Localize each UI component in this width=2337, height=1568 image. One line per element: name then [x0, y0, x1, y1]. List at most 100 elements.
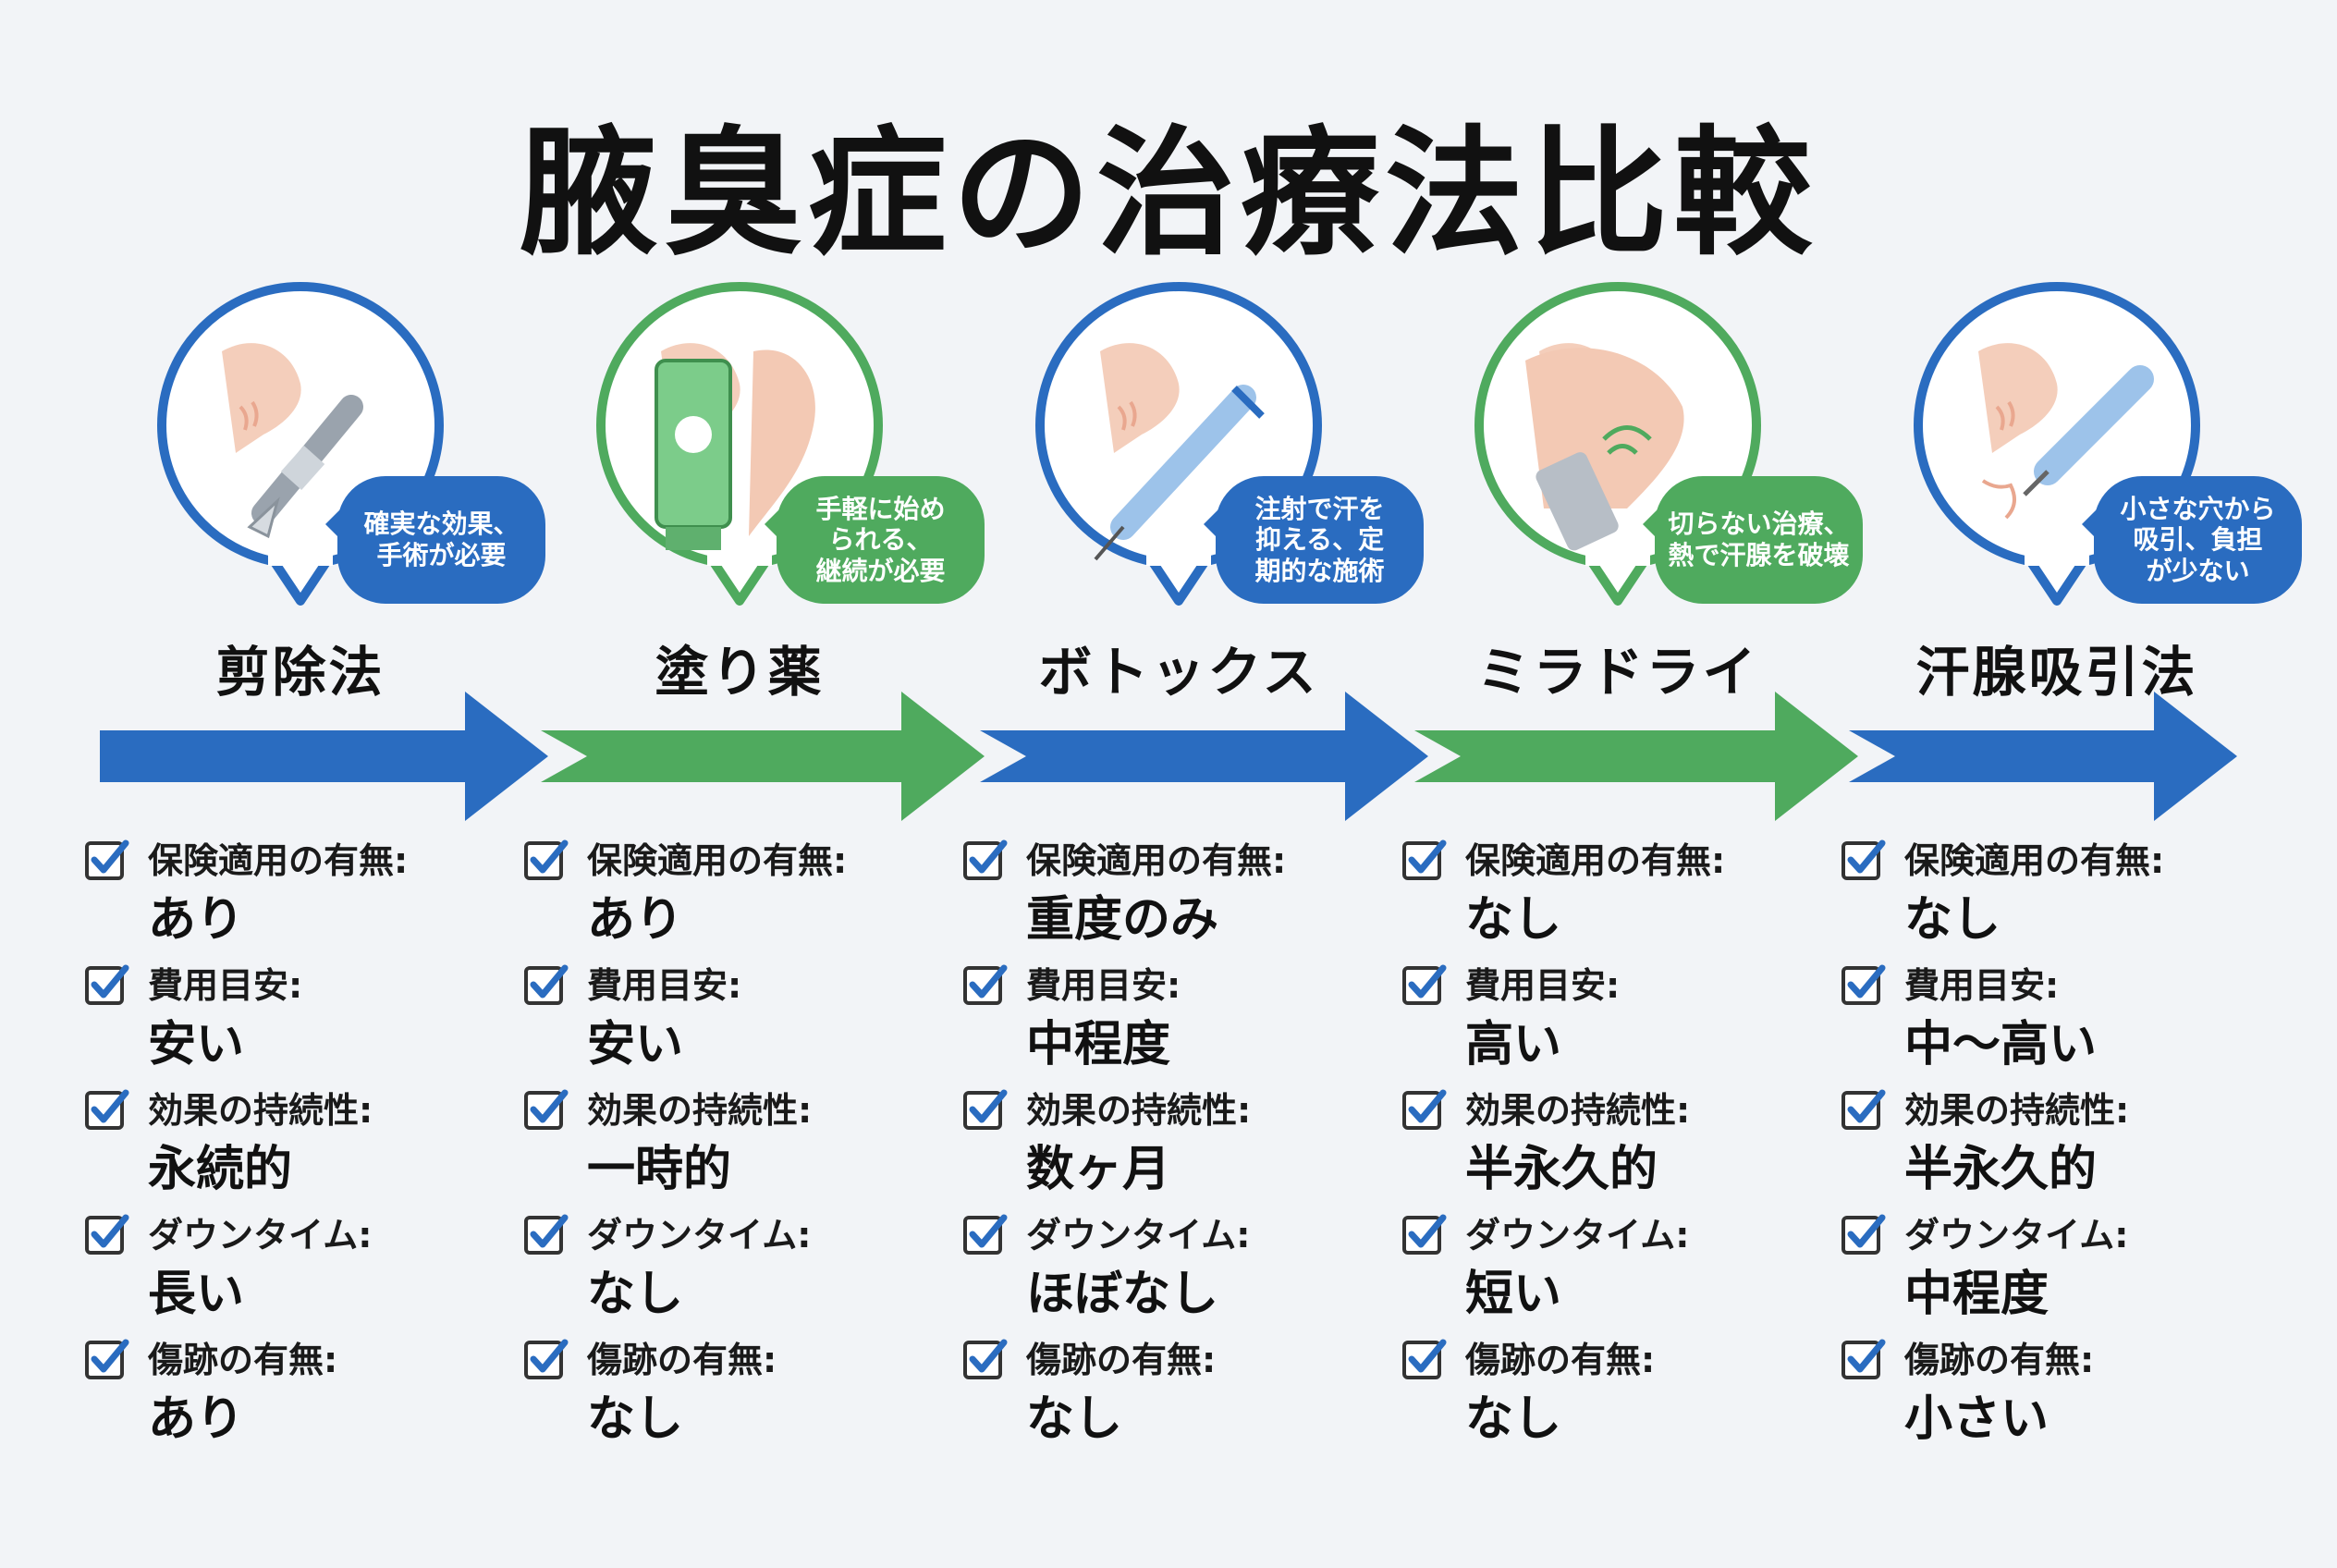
treatment-illustration: 手軽に始め られる、 継続が必要	[522, 277, 985, 629]
criteria-value: 中程度	[1904, 1267, 2049, 1322]
callout-text: 確実な効果、 手術が必要	[337, 476, 545, 604]
criteria-value: なし	[587, 1391, 684, 1447]
checkbox-checked-icon	[1841, 964, 1886, 1005]
criteria-item: 保険適用の有無: 重度のみ	[961, 832, 1396, 957]
criteria-value: 数ヶ月	[1026, 1142, 1171, 1197]
criteria-item: 保険適用の有無:なし	[1840, 832, 2274, 957]
checkbox-checked-icon	[85, 964, 129, 1005]
criteria-label: 効果の持続性:	[587, 1090, 813, 1131]
checkbox-checked-icon	[85, 1339, 129, 1379]
criteria-list: 保険適用の有無:あり費用目安:安い効果の持続性:一時的ダウンタイム:なし傷跡の有…	[522, 832, 957, 1456]
criteria-list: 保険適用の有無:なし費用目安:高い効果の持続性:半永久的ダウンタイム:短い傷跡の…	[1401, 832, 1835, 1456]
criteria-value: 長い	[148, 1267, 245, 1322]
callout-text: 小さな穴から 吸引、負担 が少ない	[2094, 476, 2302, 604]
criteria-label: ダウンタイム:	[1026, 1215, 1251, 1256]
checkbox-checked-icon	[963, 1214, 1008, 1255]
checkbox-checked-icon	[1402, 1214, 1447, 1255]
criteria-item: 効果の持続性:半永久的	[1840, 1082, 2274, 1207]
criteria-value: 短い	[1465, 1267, 1562, 1322]
criteria-label: 保険適用の有無:	[1465, 840, 1726, 881]
criteria-value: あり	[148, 892, 245, 948]
criteria-label: 費用目安:	[1026, 965, 1181, 1006]
checkbox-checked-icon	[85, 1089, 129, 1130]
checkbox-checked-icon	[963, 964, 1008, 1005]
page-title: 腋臭症の治療法比較	[519, 114, 1817, 275]
checkbox-checked-icon	[1841, 839, 1886, 880]
criteria-list: 保険適用の有無:あり費用目安:安い効果の持続性:永続的ダウンタイム: 長い傷跡の有…	[83, 832, 518, 1456]
treatment-column: 切らない治療、 熱で汗腺を破壊ミラドライ保険適用の有無:なし費用目安:高い効果の…	[1401, 0, 1863, 1568]
criteria-value: あり	[148, 1391, 245, 1447]
criteria-value: なし	[1465, 1391, 1562, 1447]
criteria-label: ダウンタイム:	[148, 1215, 373, 1256]
criteria-value: なし	[1465, 892, 1562, 948]
criteria-item: 効果の持続性:永続的	[83, 1082, 518, 1207]
flow-arrow	[1414, 692, 1858, 821]
criteria-label: 傷跡の有無:	[1904, 1340, 2095, 1380]
callout-text: 手軽に始め られる、 継続が必要	[777, 476, 985, 604]
checkbox-checked-icon	[1402, 1339, 1447, 1379]
flow-arrow	[541, 692, 985, 821]
treatment-name: 塗り薬	[655, 641, 825, 704]
treatment-column: 小さな穴から 吸引、負担 が少ない汗腺吸引法保険適用の有無:なし費用目安: 中〜高…	[1840, 0, 2302, 1568]
criteria-item: 傷跡の有無: 小さい	[1840, 1331, 2274, 1456]
treatment-name: ミラドライ	[1476, 641, 1759, 704]
criteria-label: 費用目安:	[587, 965, 742, 1006]
criteria-value: 中程度	[1026, 1017, 1171, 1072]
criteria-label: 傷跡の有無:	[1465, 1340, 1656, 1380]
criteria-label: 傷跡の有無:	[587, 1340, 777, 1380]
criteria-item: 費用目安: 中〜高い	[1840, 957, 2274, 1082]
criteria-label: 傷跡の有無:	[148, 1340, 338, 1380]
criteria-label: 保険適用の有無:	[1026, 840, 1287, 881]
checkbox-checked-icon	[963, 839, 1008, 880]
criteria-value: あり	[587, 892, 684, 948]
treatment-column: 手軽に始め られる、 継続が必要塗り薬保険適用の有無:あり費用目安: 安い効果の持…	[522, 0, 985, 1568]
criteria-item: 傷跡の有無: なし	[522, 1331, 957, 1456]
criteria-label: 保険適用の有無:	[1904, 840, 2165, 881]
criteria-value: ほぼなし	[1026, 1267, 1219, 1322]
callout-text: 注射で汗を 抑える、定 期的な施術	[1216, 476, 1424, 604]
criteria-value: なし	[1026, 1391, 1123, 1447]
criteria-label: 効果の持続性:	[1465, 1090, 1691, 1131]
checkbox-checked-icon	[963, 1089, 1008, 1130]
criteria-item: 費用目安:高い	[1401, 957, 1835, 1082]
checkbox-checked-icon	[1402, 1089, 1447, 1130]
treatment-illustration: 小さな穴から 吸引、負担 が少ない	[1840, 277, 2302, 629]
criteria-value: 永続的	[148, 1142, 293, 1197]
checkbox-checked-icon	[524, 1339, 569, 1379]
criteria-value: 半永久的	[1465, 1142, 1658, 1197]
criteria-item: 保険適用の有無:あり	[83, 832, 518, 957]
criteria-item: 費用目安:安い	[83, 957, 518, 1082]
criteria-list: 保険適用の有無:なし費用目安: 中〜高い効果の持続性:半永久的ダウンタイム: 中程度…	[1840, 832, 2274, 1456]
criteria-item: 費用目安: 中程度	[961, 957, 1396, 1082]
treatment-name: 汗腺吸引法	[1915, 641, 2198, 704]
criteria-label: ダウンタイム:	[1904, 1215, 2129, 1256]
criteria-value: 重度のみ	[1026, 892, 1219, 948]
criteria-item: 保険適用の有無: なし	[1401, 832, 1835, 957]
checkbox-checked-icon	[1841, 1089, 1886, 1130]
criteria-item: 効果の持続性:数ヶ月	[961, 1082, 1396, 1207]
treatment-illustration: 注射で汗を 抑える、定 期的な施術	[961, 277, 1424, 629]
callout-text: 切らない治療、 熱で汗腺を破壊	[1655, 476, 1863, 604]
treatment-column: 注射で汗を 抑える、定 期的な施術ボトックス保険適用の有無:重度のみ費用目安:中…	[961, 0, 1424, 1568]
criteria-label: 効果の持続性:	[1904, 1090, 2130, 1131]
criteria-value: なし	[587, 1267, 684, 1322]
criteria-list: 保険適用の有無: 重度のみ費用目安: 中程度効果の持続性:数ヶ月ダウンタイム: ほぼな…	[961, 832, 1396, 1456]
criteria-item: 傷跡の有無: なし	[1401, 1331, 1835, 1456]
criteria-value: 安い	[587, 1017, 684, 1072]
criteria-label: 費用目安:	[1904, 965, 2060, 1006]
treatment-illustration: 確実な効果、 手術が必要	[83, 277, 545, 629]
criteria-label: 費用目安:	[148, 965, 303, 1006]
checkbox-checked-icon	[1402, 839, 1447, 880]
criteria-value: 一時的	[587, 1142, 732, 1197]
criteria-item: 傷跡の有無:なし	[961, 1331, 1396, 1456]
criteria-item: 効果の持続性: 半永久的	[1401, 1082, 1835, 1207]
criteria-value: 中〜高い	[1904, 1017, 2098, 1072]
criteria-label: ダウンタイム:	[1465, 1215, 1690, 1256]
checkbox-checked-icon	[524, 839, 569, 880]
criteria-label: ダウンタイム:	[587, 1215, 812, 1256]
checkbox-checked-icon	[1841, 1339, 1886, 1379]
criteria-item: 保険適用の有無:あり	[522, 832, 957, 957]
checkbox-checked-icon	[524, 964, 569, 1005]
criteria-value: 小さい	[1904, 1391, 2049, 1447]
criteria-item: ダウンタイム: 中程度	[1840, 1207, 2274, 1331]
